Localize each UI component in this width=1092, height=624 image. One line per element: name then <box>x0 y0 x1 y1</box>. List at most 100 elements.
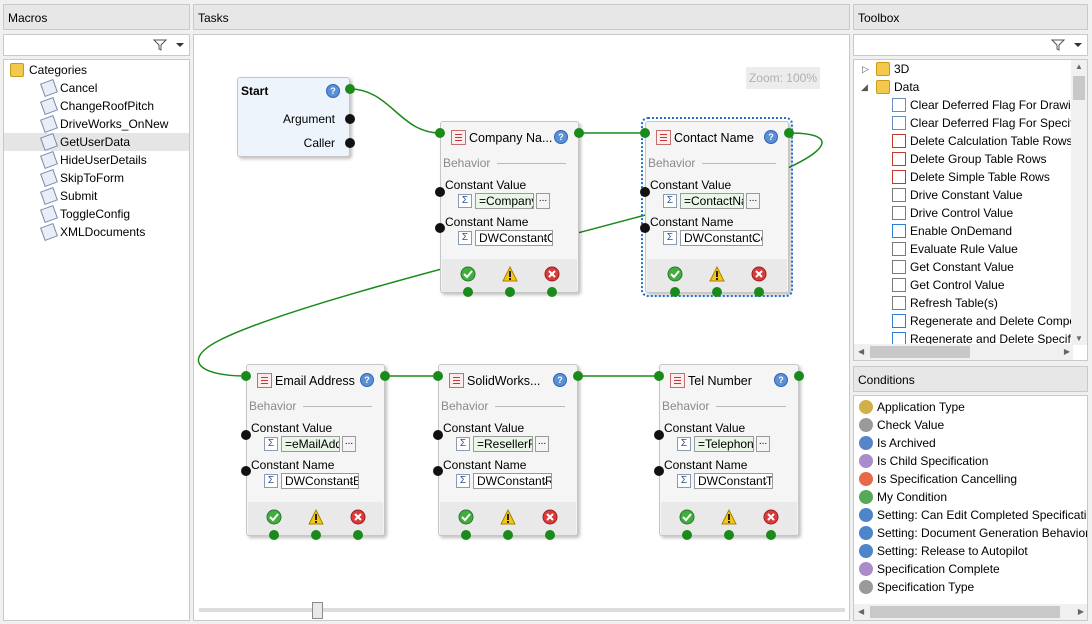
toolbox-item[interactable]: Delete Calculation Table Rows <box>854 132 1072 150</box>
toolbox-item[interactable]: Evaluate Rule Value <box>854 240 1072 258</box>
sigma-icon[interactable]: Σ <box>458 231 472 245</box>
tasks-hscroll[interactable] <box>199 608 845 612</box>
chevron-down-icon[interactable]: ⌄ <box>751 233 759 243</box>
status-output-port[interactable] <box>462 287 473 297</box>
output-port[interactable] <box>794 371 804 381</box>
status-output-port[interactable] <box>670 287 680 297</box>
output-port[interactable] <box>574 128 584 138</box>
argument-port[interactable] <box>345 114 355 124</box>
caller-port[interactable] <box>345 138 355 148</box>
condition-item[interactable]: My Condition <box>854 488 1087 506</box>
condition-item[interactable]: Application Type <box>854 398 1087 416</box>
status-output-port[interactable] <box>268 530 279 540</box>
condition-item[interactable]: Is Child Specification <box>854 452 1087 470</box>
scroll-up-icon[interactable]: ▲ <box>1075 62 1083 71</box>
output-port[interactable] <box>380 371 390 381</box>
macro-item[interactable]: Submit <box>4 187 189 205</box>
constant-name-combo[interactable]: DWConstantTe⌄ <box>694 473 773 489</box>
toolbox-item[interactable]: Get Control Value <box>854 276 1072 294</box>
constant-name-port[interactable] <box>640 223 650 233</box>
warning-icon[interactable] <box>709 266 725 282</box>
constant-name-combo[interactable]: DWConstantCc⌄ <box>475 230 553 246</box>
constant-value-port[interactable] <box>435 187 445 197</box>
help-icon[interactable]: ? <box>360 373 374 387</box>
constant-value-port[interactable] <box>433 430 443 440</box>
sigma-icon[interactable]: Σ <box>677 474 691 488</box>
toolbox-item[interactable]: Drive Constant Value <box>854 186 1072 204</box>
constant-name-combo[interactable]: DWConstantCc⌄ <box>680 230 763 246</box>
help-icon[interactable]: ? <box>774 373 788 387</box>
success-icon[interactable] <box>266 509 282 525</box>
input-port[interactable] <box>433 371 443 381</box>
status-output-port[interactable] <box>754 287 764 297</box>
output-port[interactable] <box>784 128 794 138</box>
ellipsis-button[interactable]: ... <box>746 193 760 209</box>
error-icon[interactable] <box>544 266 560 282</box>
ellipsis-button[interactable]: ... <box>535 436 549 452</box>
chevron-down-icon[interactable] <box>1074 43 1082 47</box>
chevron-down-icon[interactable]: ⌄ <box>541 233 549 243</box>
status-output-port[interactable] <box>546 287 557 297</box>
tree-category[interactable]: Categories <box>8 61 188 79</box>
conditions-hscroll-thumb[interactable] <box>870 606 1060 618</box>
filter-icon[interactable] <box>1051 38 1065 52</box>
constant-value-field[interactable]: =eMailAddress <box>281 436 340 452</box>
condition-item[interactable]: Is Archived <box>854 434 1087 452</box>
sigma-icon[interactable]: Σ <box>456 437 470 451</box>
expand-icon[interactable]: ▷ <box>862 64 869 74</box>
condition-item[interactable]: Specification Complete <box>854 560 1087 578</box>
success-icon[interactable] <box>458 509 474 525</box>
help-icon[interactable]: ? <box>554 130 568 144</box>
chevron-down-icon[interactable]: ⌄ <box>761 476 769 486</box>
warning-icon[interactable] <box>721 509 737 525</box>
status-output-port[interactable] <box>682 530 692 540</box>
help-icon[interactable]: ? <box>764 130 778 144</box>
status-output-port[interactable] <box>461 530 471 540</box>
constant-value-port[interactable] <box>640 187 650 197</box>
help-icon[interactable]: ? <box>326 84 340 98</box>
constant-value-field[interactable]: =CompanyNar <box>475 193 534 209</box>
scroll-right-icon[interactable]: ▶ <box>1077 607 1084 616</box>
toolbox-item[interactable]: Clear Deferred Flag For Drawin <box>854 96 1072 114</box>
scroll-left-icon[interactable]: ◀ <box>858 607 865 616</box>
condition-item[interactable]: Check Value <box>854 416 1087 434</box>
macro-item[interactable]: SkipToForm <box>4 169 189 187</box>
constant-name-combo[interactable]: DWConstantEr⌄ <box>281 473 359 489</box>
toolbox-item[interactable]: Regenerate and Delete Specific <box>854 330 1072 348</box>
constant-name-port[interactable] <box>654 466 664 476</box>
status-output-port[interactable] <box>545 530 555 540</box>
macro-item[interactable]: ToggleConfig <box>4 205 189 223</box>
status-output-port[interactable] <box>352 530 363 540</box>
error-icon[interactable] <box>350 509 366 525</box>
macro-item[interactable]: ChangeRoofPitch <box>4 97 189 115</box>
sigma-icon[interactable]: Σ <box>663 231 677 245</box>
chevron-down-icon[interactable]: ⌄ <box>347 476 355 486</box>
condition-item[interactable]: Setting: Can Edit Completed Specificatio <box>854 506 1087 524</box>
toolbox-item[interactable]: Enable OnDemand <box>854 222 1072 240</box>
success-icon[interactable] <box>667 266 683 282</box>
toolbox-vscroll[interactable]: ▲ ▼ <box>1071 60 1087 345</box>
status-output-port[interactable] <box>310 530 321 540</box>
sigma-icon[interactable]: Σ <box>264 474 278 488</box>
success-icon[interactable] <box>460 266 476 282</box>
status-output-port[interactable] <box>503 530 513 540</box>
chevron-down-icon[interactable]: ⌄ <box>540 476 548 486</box>
sigma-icon[interactable]: Σ <box>456 474 470 488</box>
toolbox-item[interactable]: Get Constant Value <box>854 258 1072 276</box>
macro-item[interactable]: GetUserData <box>4 133 189 151</box>
constant-name-port[interactable] <box>241 466 251 476</box>
success-icon[interactable] <box>679 509 695 525</box>
error-icon[interactable] <box>542 509 558 525</box>
ellipsis-button[interactable]: ... <box>536 193 550 209</box>
status-output-port[interactable] <box>766 530 776 540</box>
ellipsis-button[interactable]: ... <box>756 436 770 452</box>
constant-value-field[interactable]: =ResellerRetur <box>473 436 533 452</box>
macro-item[interactable]: Cancel <box>4 79 189 97</box>
input-port[interactable] <box>654 371 664 381</box>
error-icon[interactable] <box>763 509 779 525</box>
sigma-icon[interactable]: Σ <box>677 437 691 451</box>
filter-icon[interactable] <box>153 38 167 52</box>
condition-item[interactable]: Setting: Release to Autopilot <box>854 542 1087 560</box>
status-output-port[interactable] <box>724 530 734 540</box>
macro-item[interactable]: XMLDocuments <box>4 223 189 241</box>
